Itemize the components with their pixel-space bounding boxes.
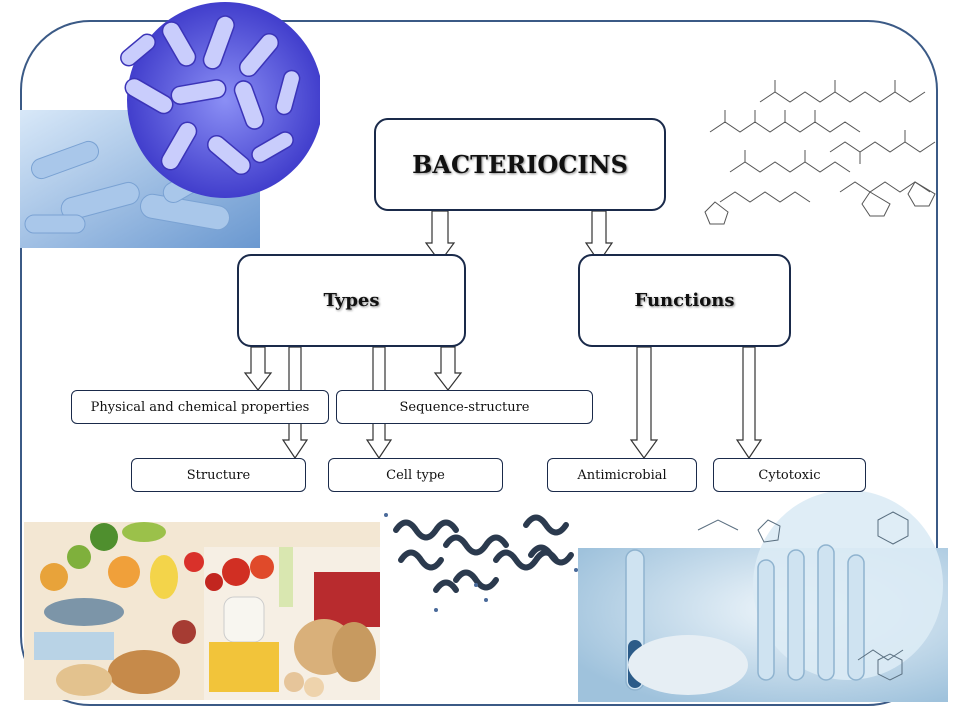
function-antimicrobial: Antimicrobial — [547, 458, 697, 492]
arrow-types-to-sequence — [433, 346, 463, 391]
criterion-sequence-structure: Sequence-structure — [336, 390, 593, 424]
criterion-physical-chemical: Physical and chemical properties — [71, 390, 329, 424]
arrow-functions-to-cytotoxic — [735, 346, 763, 460]
types-node: Types — [237, 254, 466, 347]
food-assortment — [24, 502, 380, 700]
type-cell-type: Cell type — [328, 458, 503, 492]
arrow-functions-to-antimicrobial — [629, 346, 659, 460]
bacteria-micrograph — [20, 0, 320, 248]
root-node: BACTERIOCINS — [374, 118, 666, 211]
protein-ribbon — [376, 500, 586, 620]
laboratory-test-tubes — [578, 490, 948, 702]
functions-node: Functions — [578, 254, 791, 347]
arrow-root-to-types — [424, 210, 456, 264]
arrow-types-to-physical — [243, 346, 273, 391]
function-cytotoxic: Cytotoxic — [713, 458, 866, 492]
arrow-root-to-functions — [584, 210, 614, 264]
molecule-structure — [700, 62, 945, 232]
type-structure: Structure — [131, 458, 306, 492]
